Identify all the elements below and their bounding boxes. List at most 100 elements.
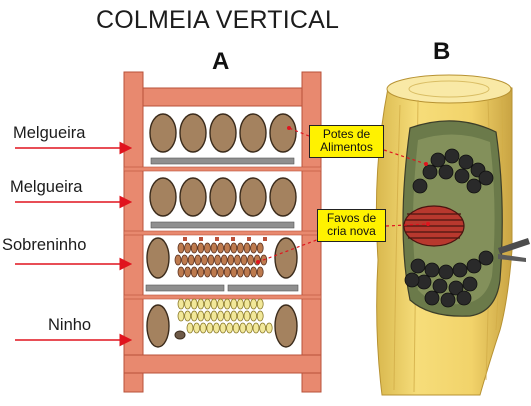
brood-cell	[190, 242, 198, 254]
brood-cell	[230, 242, 238, 254]
brood-cell	[265, 322, 273, 334]
brood-cell	[256, 298, 264, 310]
level-label-ninho: Ninho	[48, 316, 92, 334]
brood-comb-b	[403, 205, 465, 247]
food-pot	[456, 290, 472, 306]
food-pot	[430, 152, 446, 168]
brood-cell	[203, 242, 211, 254]
brood-cell	[187, 254, 195, 266]
brood-cell	[223, 298, 231, 310]
brood-cell	[197, 298, 205, 310]
brood-cell	[203, 298, 211, 310]
brood-cell	[230, 298, 238, 310]
brood-cell	[243, 298, 251, 310]
brood-cell	[203, 266, 211, 278]
brood-cell	[230, 266, 238, 278]
brood-cell	[236, 310, 244, 322]
divider-1	[123, 166, 322, 172]
brood-cell	[236, 298, 244, 310]
vertical-hive	[123, 71, 322, 393]
brood-cells-new	[174, 242, 268, 278]
brood-cell	[199, 322, 207, 334]
food-pot	[452, 262, 468, 278]
food-pot	[404, 272, 420, 288]
food-pot	[424, 262, 440, 278]
brood-cell	[190, 266, 198, 278]
brood-cell	[220, 254, 228, 266]
brood-cell	[190, 298, 198, 310]
brood-cell	[210, 298, 218, 310]
brood-cell	[250, 298, 258, 310]
food-pot	[454, 168, 470, 184]
divider-2	[123, 230, 322, 236]
brood-cell	[210, 310, 218, 322]
brood-cell	[203, 310, 211, 322]
food-pot	[424, 290, 440, 306]
brood-cell	[245, 322, 253, 334]
brood-cell	[250, 266, 258, 278]
brood-cell	[177, 266, 185, 278]
food-pot	[438, 164, 454, 180]
brood-cell	[239, 322, 247, 334]
food-pot	[432, 278, 448, 294]
brood-cell	[210, 242, 218, 254]
food-pots-cluster-top	[412, 148, 494, 194]
food-pot	[444, 148, 460, 164]
honey-pots-row-2	[149, 177, 297, 217]
brood-cell	[207, 254, 215, 266]
dashed-pointer-icon	[385, 223, 429, 227]
food-pots-cluster-bottom	[404, 250, 494, 308]
honey-pots-row-1	[149, 113, 297, 153]
brood-cell	[250, 242, 258, 254]
divider-3	[123, 294, 322, 300]
food-pot	[466, 178, 482, 194]
hive-top-bar	[123, 87, 322, 107]
panel-a-letter: A	[212, 48, 230, 75]
brood-cell	[193, 322, 201, 334]
brood-cell	[210, 266, 218, 278]
dashed-pointer-icon	[383, 149, 427, 165]
small-pot	[174, 330, 186, 340]
food-pot	[462, 276, 478, 292]
brood-cell	[217, 266, 225, 278]
callout-food-pots: Potes de Alimentos	[309, 125, 384, 158]
sobreninho-markers	[183, 237, 267, 241]
brood-cell	[186, 322, 194, 334]
brood-cell	[206, 322, 214, 334]
brood-cells-old	[177, 298, 273, 334]
brood-cell	[256, 242, 264, 254]
food-pot	[478, 250, 494, 266]
brood-cell	[252, 322, 260, 334]
brood-cell	[247, 254, 255, 266]
food-pot	[440, 292, 456, 308]
level-label-sobreninho: Sobreninho	[2, 236, 87, 254]
honey-pots-sobreninho	[146, 237, 298, 279]
brood-cell	[232, 322, 240, 334]
brood-cell	[243, 242, 251, 254]
level-label-melgueira-2: Melgueira	[10, 178, 83, 196]
food-pot	[438, 264, 454, 280]
brood-cell	[184, 298, 192, 310]
brood-cell	[223, 310, 231, 322]
panel-b-letter: B	[433, 38, 451, 65]
brood-cell	[177, 242, 185, 254]
brood-cell	[217, 242, 225, 254]
level-arrows	[15, 141, 133, 347]
food-pot	[422, 164, 438, 180]
brood-cell	[226, 322, 234, 334]
brood-cell	[243, 310, 251, 322]
brood-cell	[174, 254, 182, 266]
brood-cell	[243, 266, 251, 278]
brood-cell	[197, 310, 205, 322]
food-pot	[448, 280, 464, 296]
food-pot	[478, 170, 494, 186]
callout-pointers	[257, 127, 429, 263]
brood-cell	[223, 266, 231, 278]
brood-cell	[236, 242, 244, 254]
brood-cell	[184, 310, 192, 322]
food-pot	[410, 258, 426, 274]
brood-cell	[223, 242, 231, 254]
brood-cell	[184, 242, 192, 254]
brood-cell	[227, 254, 235, 266]
